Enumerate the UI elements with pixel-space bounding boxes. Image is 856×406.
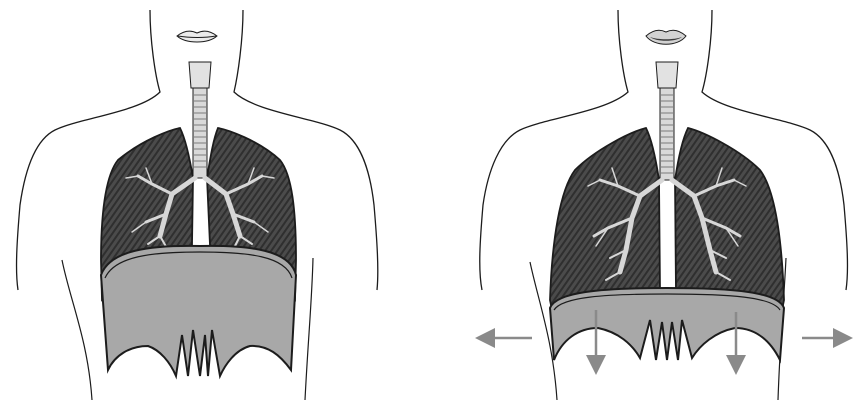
armpit-right	[305, 258, 313, 400]
panel-inhale	[480, 10, 848, 400]
diaphragm-inhale	[550, 288, 784, 360]
lung-right-inhale	[675, 128, 784, 310]
mouth	[177, 31, 217, 42]
trachea-inhale	[656, 62, 678, 180]
panel-exhale	[17, 10, 378, 400]
mouth-open	[646, 30, 686, 44]
lung-left-inhale	[550, 128, 660, 310]
diaphragm-exhale	[101, 246, 296, 376]
armpit-left	[62, 260, 92, 400]
trachea	[189, 62, 211, 178]
